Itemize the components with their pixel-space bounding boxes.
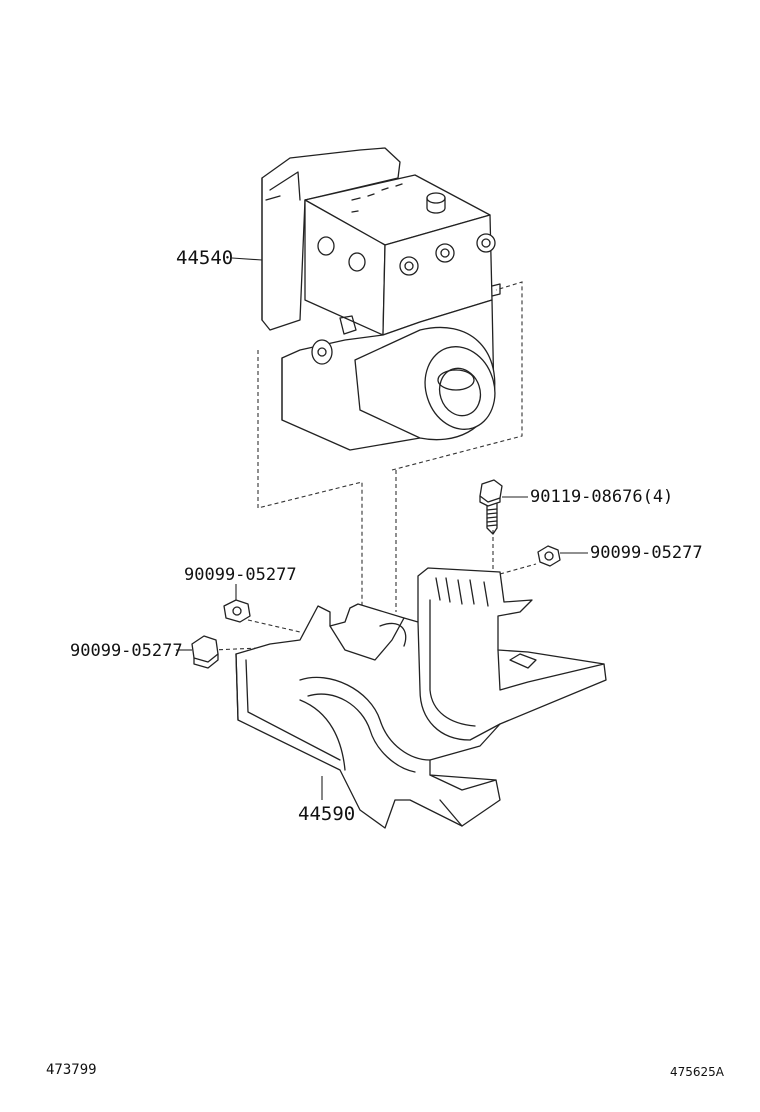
footer-right-code: 475625A xyxy=(670,1065,725,1079)
label-bolt-part: 90119-08676(4) xyxy=(530,487,673,507)
nut-left-upper-drawing xyxy=(223,599,251,623)
leader-lines xyxy=(176,257,588,800)
label-bracket-part: 44590 xyxy=(298,803,355,825)
footer-left-code: 473799 xyxy=(46,1062,97,1078)
bolt-drawing xyxy=(479,479,503,535)
abs-actuator-drawing xyxy=(261,147,501,451)
label-nut-left-upper-part: 90099-05277 xyxy=(184,565,297,585)
nut-left-lower-drawing xyxy=(191,635,219,669)
nut-right-drawing xyxy=(537,545,561,567)
label-nut-left-lower-part: 90099-05277 xyxy=(70,641,183,661)
label-actuator-part: 44540 xyxy=(176,247,233,269)
bracket-drawing xyxy=(235,567,607,829)
label-nut-right-part: 90099-05277 xyxy=(590,543,703,563)
